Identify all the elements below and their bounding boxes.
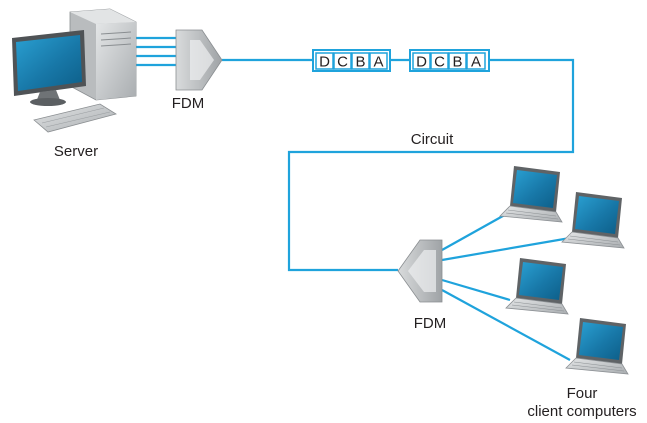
frame-2-slot-b: B [452,54,462,71]
frame-2-slot-box [430,52,449,70]
frame-1-slot-b: B [355,54,365,71]
frame-2: D C B A [409,49,490,72]
clients-label-line2: client computers [527,403,636,420]
frame-1-slot-c: C [337,54,348,71]
server-label: Server [54,143,98,160]
frame-1-slot-box [333,52,352,70]
fdm-left-label: FDM [172,95,205,112]
frame-1-slot-box [369,52,388,70]
frame-2-slot-c: C [434,54,445,71]
client-line-1 [441,211,511,251]
laptop-icon [505,257,569,315]
client-line-2 [441,236,571,262]
frame-1-slot-box [351,52,370,70]
frame-1-slot-a: A [373,54,383,71]
frame-1-slot-d: D [319,54,330,71]
multiplexer-icon [397,239,443,303]
client-line-4 [441,289,571,361]
client-line-3 [441,278,511,302]
multiplexer-icon [175,29,223,91]
cables [126,36,575,361]
laptop-icon [565,317,629,375]
circuit-segment-3 [287,58,575,272]
frame-2-slot-box [412,52,431,70]
frame-2-slot-a: A [471,54,481,71]
frame-2-slot-box [448,52,467,70]
frame-1-slot-box [315,52,334,70]
desktop-computer-icon [12,8,137,133]
frame-2-slot-box [466,52,486,70]
laptop-icon [561,191,625,249]
circuit-label: Circuit [411,131,454,148]
clients-label-line1: Four [567,385,598,402]
fdm-right-label: FDM [414,315,447,332]
laptop-icon [499,165,563,223]
frame-1: D C B A [312,49,391,72]
frame-2-slot-d: D [416,54,427,71]
